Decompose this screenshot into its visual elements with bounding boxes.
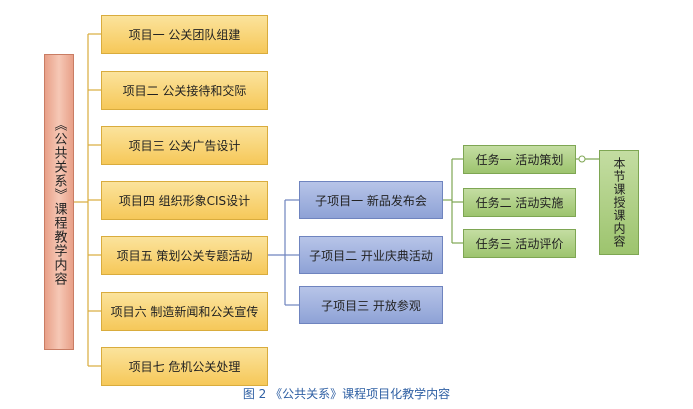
- figure-caption: 图 2 《公共关系》课程项目化教学内容: [242, 387, 451, 401]
- task-node-1: 任务一 活动策划: [463, 145, 576, 174]
- project-node-2: 项目二 公关接待和交际: [101, 71, 268, 110]
- project-label: 项目四 组织形象CIS设计: [118, 194, 251, 208]
- subproject-node-2: 子项目二 开业庆典活动: [299, 236, 443, 274]
- project-node-6: 项目六 制造新闻和公关宣传: [101, 292, 268, 331]
- project-label: 项目三 公关广告设计: [128, 139, 241, 153]
- subproject-label: 子项目一 新品发布会: [315, 193, 427, 208]
- task-node-2: 任务二 活动实施: [463, 188, 576, 217]
- subproject-node-1: 子项目一 新品发布会: [299, 181, 443, 219]
- subproject-node-3: 子项目三 开放参观: [299, 286, 443, 324]
- root-node-course-content: 《公共关系》课程教学内容: [44, 54, 74, 350]
- task-label: 任务三 活动评价: [475, 237, 564, 251]
- project-node-4: 项目四 组织形象CIS设计: [101, 181, 268, 220]
- root-node-label: 《公共关系》课程教学内容: [51, 118, 67, 286]
- lesson-content-node: 本节课授课内容: [599, 150, 639, 255]
- project-node-5: 项目五 策划公关专题活动: [101, 236, 268, 275]
- project-label: 项目二 公关接待和交际: [122, 84, 247, 98]
- project-label: 项目五 策划公关专题活动: [116, 249, 253, 263]
- project-node-3: 项目三 公关广告设计: [101, 126, 268, 165]
- subproject-label: 子项目三 开放参观: [321, 298, 421, 313]
- project-label: 项目一 公关团队组建: [128, 28, 241, 42]
- project-label: 项目六 制造新闻和公关宣传: [110, 305, 259, 319]
- project-node-7: 项目七 危机公关处理: [101, 347, 268, 386]
- lesson-content-label: 本节课授课内容: [612, 157, 626, 248]
- project-label: 项目七 危机公关处理: [128, 360, 241, 374]
- task-label: 任务一 活动策划: [475, 153, 564, 167]
- task-node-3: 任务三 活动评价: [463, 229, 576, 258]
- project-node-1: 项目一 公关团队组建: [101, 15, 268, 54]
- task-label: 任务二 活动实施: [475, 196, 564, 210]
- subproject-label: 子项目二 开业庆典活动: [309, 248, 433, 263]
